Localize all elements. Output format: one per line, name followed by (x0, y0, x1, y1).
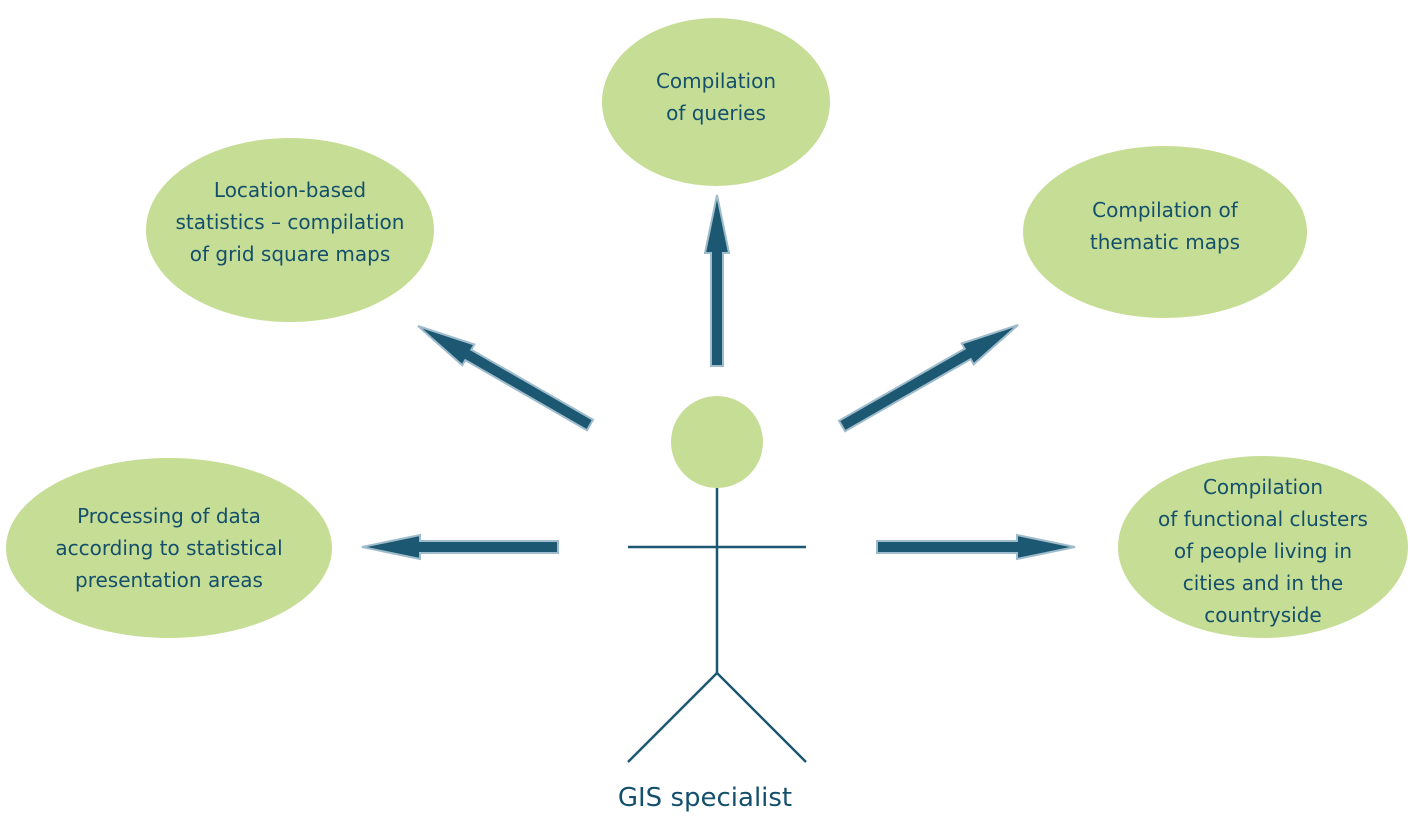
arrow-to-location (417, 325, 595, 432)
figure-head (671, 396, 763, 488)
bubble-location-text: Location-based statistics – compilation … (175, 178, 405, 266)
arrow-to-thematic (837, 324, 1019, 433)
bubble-processing-text: Processing of data according to statisti… (55, 504, 283, 592)
bubble-location-based-statistics: Location-based statistics – compilation … (146, 138, 434, 322)
bubble-compilation-of-queries: Compilation of queries (602, 18, 830, 186)
gis-specialist-figure (627, 396, 807, 763)
bubble-processing-of-data: Processing of data according to statisti… (6, 458, 332, 638)
figure-left-leg (627, 672, 718, 763)
arrow-to-functional (876, 533, 1076, 561)
arrow-to-processing (361, 533, 559, 561)
bubble-queries-text: Compilation of queries (655, 69, 777, 125)
arrow-to-queries (703, 194, 731, 367)
arrows-group (361, 194, 1076, 561)
bubble-functional-text: Compilation of functional clusters of pe… (1158, 475, 1368, 627)
bubble-thematic-text: Compilation of thematic maps (1089, 198, 1241, 254)
figure-caption: GIS specialist (617, 783, 793, 813)
bubble-thematic-maps: Compilation of thematic maps (1023, 146, 1307, 318)
figure-right-leg (716, 672, 807, 763)
bubble-functional-clusters: Compilation of functional clusters of pe… (1118, 456, 1408, 638)
